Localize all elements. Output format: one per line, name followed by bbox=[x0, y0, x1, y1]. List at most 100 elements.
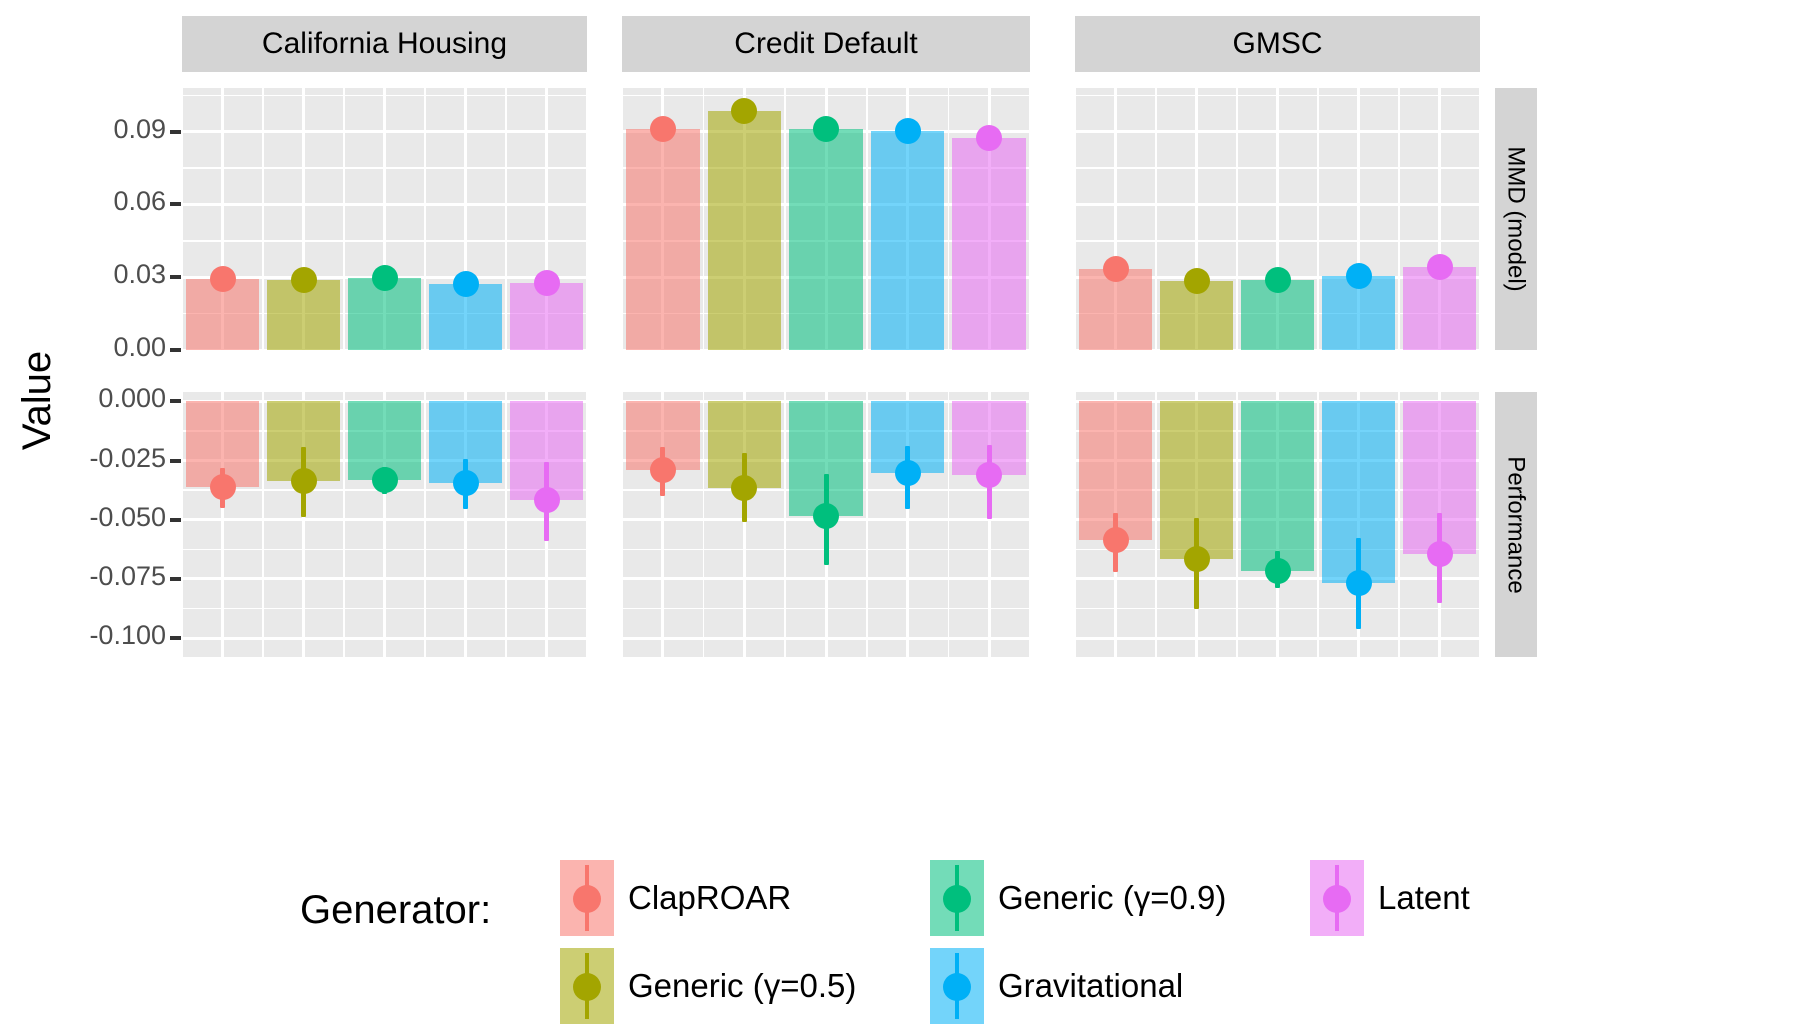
legend-key-point-icon bbox=[573, 885, 601, 913]
data-point[interactable] bbox=[649, 115, 676, 142]
gridline-minor-v bbox=[505, 392, 507, 657]
gridline-minor-v bbox=[1317, 392, 1319, 657]
gridline-minor-v bbox=[1236, 392, 1238, 657]
gridline-minor-v bbox=[262, 392, 264, 657]
gridline-minor-v bbox=[784, 88, 786, 350]
gridline-minor-v bbox=[702, 88, 705, 350]
legend-key bbox=[930, 948, 984, 1024]
facet-strip-label: GMSC bbox=[1232, 27, 1323, 60]
legend-item[interactable]: Generic (γ=0.9) bbox=[930, 860, 1226, 936]
gridline-major-v bbox=[221, 88, 224, 350]
data-point[interactable] bbox=[731, 474, 758, 501]
data-point[interactable] bbox=[813, 115, 839, 142]
data-point[interactable] bbox=[1102, 526, 1129, 553]
facet-strip-row-2: Performance bbox=[1495, 392, 1537, 657]
facet-strip-label: California Housing bbox=[261, 27, 508, 60]
gridline-minor-v bbox=[702, 392, 705, 657]
data-point[interactable] bbox=[1183, 545, 1210, 572]
data-point[interactable] bbox=[290, 267, 317, 294]
data-point[interactable] bbox=[976, 461, 1003, 488]
facet-strip-column-1: California Housing bbox=[182, 16, 587, 72]
legend-key-point-icon bbox=[1323, 885, 1351, 913]
facet-panel-credit-default-mmd-model- bbox=[622, 88, 1030, 350]
gridline-major-v bbox=[302, 392, 305, 657]
facet-panel-gmsc-mmd-model- bbox=[1075, 88, 1480, 350]
data-point[interactable] bbox=[209, 266, 236, 293]
bar[interactable] bbox=[952, 138, 1026, 350]
gridline-minor-v bbox=[586, 88, 587, 350]
data-point[interactable] bbox=[1264, 266, 1291, 293]
data-point[interactable] bbox=[452, 271, 479, 297]
legend-item[interactable]: Latent bbox=[1310, 860, 1470, 936]
data-point[interactable] bbox=[649, 456, 676, 483]
gridline-major-v bbox=[742, 392, 746, 657]
data-point[interactable] bbox=[1426, 253, 1453, 280]
gridline-major-v bbox=[1276, 88, 1279, 350]
gridline-minor-v bbox=[622, 392, 623, 657]
data-point[interactable] bbox=[533, 486, 560, 513]
data-point[interactable] bbox=[976, 125, 1003, 152]
facet-panel-california-housing-performance bbox=[182, 392, 587, 657]
facet-panel-gmsc-performance bbox=[1075, 392, 1480, 657]
bar[interactable] bbox=[870, 131, 945, 350]
y-axis-tick-label: 0.09 bbox=[113, 113, 166, 144]
gridline-major-v bbox=[1195, 88, 1198, 350]
y-axis-tick-label: -0.025 bbox=[89, 442, 166, 473]
data-point[interactable] bbox=[813, 503, 839, 530]
gridline-major-v bbox=[545, 88, 548, 350]
facet-panel-credit-default-performance bbox=[622, 392, 1030, 657]
y-axis-tick-mark bbox=[170, 348, 181, 352]
gridline-minor-v bbox=[947, 88, 950, 350]
data-point[interactable] bbox=[209, 474, 236, 501]
data-point[interactable] bbox=[1102, 255, 1129, 282]
gridline-major-v bbox=[906, 392, 910, 657]
legend-title: Generator: bbox=[300, 888, 492, 932]
data-point[interactable] bbox=[894, 118, 921, 145]
bar[interactable] bbox=[626, 128, 700, 350]
gridline-major-v bbox=[1357, 88, 1360, 350]
legend-key bbox=[930, 860, 984, 936]
data-point[interactable] bbox=[290, 468, 317, 495]
data-point[interactable] bbox=[731, 98, 758, 125]
y-axis-tick-mark bbox=[170, 129, 181, 134]
data-point[interactable] bbox=[1345, 263, 1372, 290]
gridline-minor-v bbox=[622, 88, 623, 350]
legend-item[interactable]: Generic (γ=0.5) bbox=[560, 948, 856, 1024]
legend-key-point-icon bbox=[943, 973, 971, 1001]
facet-strip-column-3: GMSC bbox=[1075, 16, 1480, 72]
bar[interactable] bbox=[789, 128, 863, 350]
bar[interactable] bbox=[707, 111, 782, 350]
bar[interactable] bbox=[1079, 268, 1152, 350]
data-point[interactable] bbox=[371, 467, 398, 494]
data-point[interactable] bbox=[1183, 267, 1210, 294]
facet-strip-label: MMD (model) bbox=[1503, 146, 1530, 292]
bar[interactable] bbox=[1241, 401, 1314, 571]
gridline-minor-v bbox=[343, 392, 345, 657]
y-axis-tick-label: -0.050 bbox=[89, 501, 166, 532]
gridline-major-v bbox=[221, 392, 224, 657]
gridline-major-v bbox=[464, 392, 467, 657]
legend-item[interactable]: ClapROAR bbox=[560, 860, 791, 936]
gridline-major-v bbox=[987, 392, 991, 657]
data-point[interactable] bbox=[533, 270, 560, 297]
data-point[interactable] bbox=[1345, 570, 1372, 597]
y-axis-tick-mark bbox=[170, 275, 181, 280]
legend-item-label: Latent bbox=[1378, 879, 1470, 916]
data-point[interactable] bbox=[894, 460, 921, 487]
gridline-minor-v bbox=[1479, 392, 1480, 657]
legend-item-label: Gravitational bbox=[998, 967, 1184, 1004]
legend-item[interactable]: Gravitational bbox=[930, 948, 1183, 1024]
y-axis-tick-label: 0.03 bbox=[113, 259, 166, 290]
gridline-minor-v bbox=[182, 392, 183, 657]
bar[interactable] bbox=[1403, 266, 1476, 350]
gridline-minor-v bbox=[424, 88, 426, 350]
data-point[interactable] bbox=[452, 470, 479, 497]
y-axis-tick-mark bbox=[170, 636, 181, 641]
legend-key bbox=[1310, 860, 1364, 936]
data-point[interactable] bbox=[371, 265, 398, 292]
gridline-major-v bbox=[302, 88, 305, 350]
data-point[interactable] bbox=[1426, 541, 1453, 568]
gridline-minor-v bbox=[1155, 88, 1157, 350]
data-point[interactable] bbox=[1264, 557, 1291, 584]
y-axis-tick-label: 0.00 bbox=[113, 332, 166, 362]
